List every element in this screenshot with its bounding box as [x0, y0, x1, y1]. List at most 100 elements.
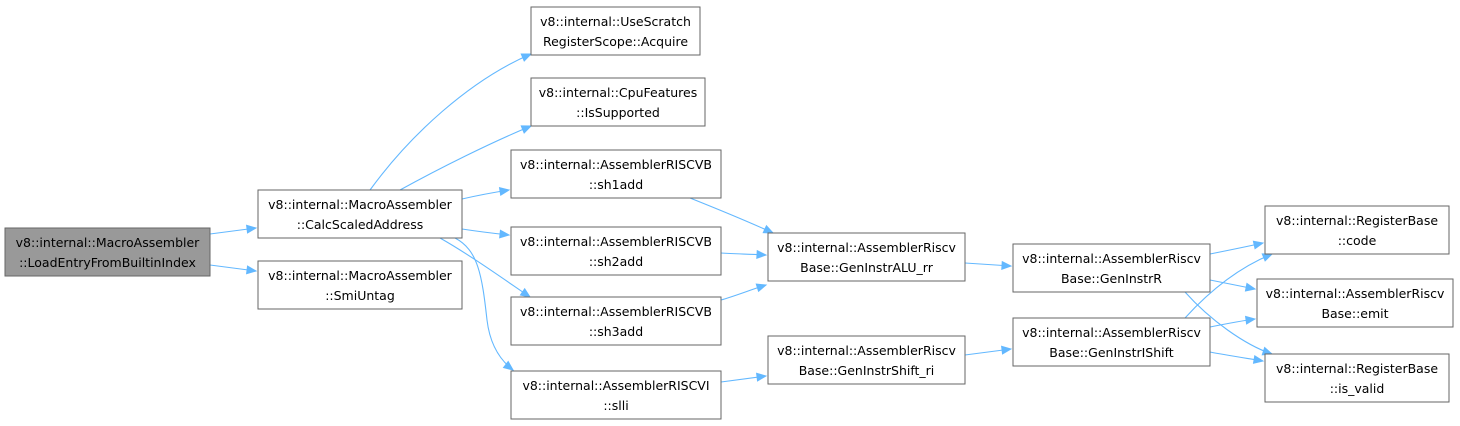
node-label-line: v8::internal::MacroAssembler — [268, 268, 453, 283]
node-label-line: v8::internal::AssemblerRiscv — [777, 343, 956, 358]
node-box — [530, 77, 706, 127]
arrowhead-icon — [1261, 253, 1274, 262]
node-label-line: ::CalcScaledAddress — [297, 217, 424, 232]
node-box — [510, 370, 722, 420]
node-label-line: v8::internal::AssemblerRiscv — [1266, 286, 1445, 301]
node-label-line: v8::internal::AssemblerRISCVB — [520, 157, 712, 172]
node-sh3add[interactable]: v8::internal::AssemblerRISCVB::sh3add — [510, 296, 722, 346]
node-sh2add[interactable]: v8::internal::AssemblerRISCVB::sh2add — [510, 226, 722, 276]
node-label-line: v8::internal::AssemblerRiscv — [1022, 251, 1201, 266]
node-box — [510, 296, 722, 346]
arrowhead-icon — [1244, 315, 1257, 325]
edge-calc_scaled-to-slli — [454, 237, 515, 371]
node-gen_shift_ri[interactable]: v8::internal::AssemblerRiscvBase::GenIns… — [767, 335, 966, 385]
node-box — [4, 227, 211, 277]
arrowhead-icon — [502, 360, 515, 371]
node-label-line: v8::internal::RegisterBase — [1276, 213, 1438, 228]
arrowhead-icon — [1001, 260, 1013, 270]
node-label-line: ::IsSupported — [576, 105, 660, 120]
edge-load_entry-to-smi_untag — [209, 264, 258, 275]
node-label-line: v8::internal::AssemblerRISCVB — [520, 234, 712, 249]
node-label-line: ::code — [1338, 233, 1377, 248]
node-label-line: Base::GenInstrR — [1061, 271, 1162, 286]
edge-gen_ishift-to-is_valid — [1209, 351, 1265, 364]
node-box — [1012, 317, 1211, 367]
node-label-line: v8::internal::MacroAssembler — [268, 197, 453, 212]
arrowhead-icon — [499, 229, 511, 239]
node-box — [510, 149, 722, 199]
node-box — [257, 189, 463, 239]
node-label-line: Base::GenInstrALU_rr — [800, 260, 934, 275]
node-box — [510, 226, 722, 276]
node-label-line: v8::internal::MacroAssembler — [16, 235, 201, 250]
arrowhead-icon — [246, 265, 258, 275]
arrowhead-icon — [520, 125, 533, 134]
node-label-line: v8::internal::CpuFeatures — [539, 85, 698, 100]
node-label-line: RegisterScope::Acquire — [543, 34, 688, 49]
node-box — [257, 260, 463, 310]
edge-gen_alu_rr-to-gen_r — [964, 260, 1013, 270]
edge-line — [399, 125, 532, 191]
arrowhead-icon — [1001, 345, 1013, 355]
node-label-line: ::is_valid — [1330, 381, 1385, 396]
arrowhead-icon — [520, 53, 533, 62]
edge-line — [439, 237, 531, 298]
arrowhead-icon — [1244, 282, 1257, 292]
edge-sh2add-to-gen_alu_rr — [720, 249, 768, 259]
node-gen_r[interactable]: v8::internal::AssemblerRiscvBase::GenIns… — [1012, 243, 1211, 293]
arrowhead-icon — [756, 249, 768, 259]
node-label-line: v8::internal::UseScratch — [540, 14, 691, 29]
node-load_entry[interactable]: v8::internal::MacroAssembler::LoadEntryF… — [4, 227, 211, 277]
node-box — [1264, 205, 1450, 255]
arrowhead-icon — [762, 224, 775, 234]
node-box — [767, 335, 966, 385]
node-label-line: ::sh1add — [589, 177, 643, 192]
edge-load_entry-to-calc_scaled — [209, 224, 258, 235]
edge-line — [369, 53, 532, 191]
edge-slli-to-gen_shift_ri — [720, 372, 768, 383]
arrowhead-icon — [519, 287, 532, 298]
node-label-line: ::sh3add — [589, 324, 643, 339]
node-is_valid[interactable]: v8::internal::RegisterBase::is_valid — [1264, 353, 1450, 403]
node-box — [1256, 278, 1454, 328]
node-sh1add[interactable]: v8::internal::AssemblerRISCVB::sh1add — [510, 149, 722, 199]
edge-line — [454, 237, 514, 371]
node-label-line: v8::internal::AssemblerRISCVB — [520, 304, 712, 319]
node-label-line: v8::internal::AssemblerRiscv — [777, 240, 956, 255]
node-smi_untag[interactable]: v8::internal::MacroAssembler::SmiUntag — [257, 260, 463, 310]
arrowhead-icon — [498, 186, 511, 196]
edge-sh3add-to-gen_alu_rr — [720, 283, 768, 301]
node-reg_code[interactable]: v8::internal::RegisterBase::code — [1264, 205, 1450, 255]
node-gen_ishift[interactable]: v8::internal::AssemblerRiscvBase::GenIns… — [1012, 317, 1211, 367]
node-label-line: ::LoadEntryFromBuiltinIndex — [19, 255, 196, 270]
node-use_scratch[interactable]: v8::internal::UseScratchRegisterScope::A… — [530, 6, 701, 56]
node-cpu_features[interactable]: v8::internal::CpuFeatures::IsSupported — [530, 77, 706, 127]
edges-layer — [209, 53, 1274, 383]
edge-calc_scaled-to-sh3add — [439, 237, 532, 298]
node-box — [1012, 243, 1211, 293]
node-slli[interactable]: v8::internal::AssemblerRISCVI::slli — [510, 370, 722, 420]
edge-calc_scaled-to-sh2add — [461, 228, 511, 239]
nodes-layer: v8::internal::MacroAssembler::LoadEntryF… — [4, 6, 1454, 420]
edge-calc_scaled-to-cpu_features — [399, 125, 533, 191]
edge-gen_shift_ri-to-gen_ishift — [964, 345, 1013, 356]
node-label-line: v8::internal::AssemblerRiscv — [1022, 325, 1201, 340]
node-calc_scaled[interactable]: v8::internal::MacroAssembler::CalcScaled… — [257, 189, 463, 239]
node-label-line: Base::GenInstrShift_ri — [799, 363, 935, 378]
edge-gen_r-to-reg_code — [1209, 240, 1265, 255]
node-label-line: v8::internal::RegisterBase — [1276, 361, 1438, 376]
node-gen_alu_rr[interactable]: v8::internal::AssemblerRiscvBase::GenIns… — [767, 232, 966, 282]
node-label-line: v8::internal::AssemblerRISCVI — [522, 378, 709, 393]
edge-gen_ishift-to-emit — [1209, 315, 1257, 328]
edge-line — [1184, 253, 1273, 319]
edge-calc_scaled-to-use_scratch — [369, 53, 533, 191]
node-label-line: ::slli — [603, 398, 628, 413]
node-box — [767, 232, 966, 282]
arrowhead-icon — [755, 283, 768, 293]
arrowhead-icon — [1252, 240, 1265, 250]
node-label-line: ::SmiUntag — [325, 288, 395, 303]
node-box — [530, 6, 701, 56]
arrowhead-icon — [756, 372, 768, 382]
